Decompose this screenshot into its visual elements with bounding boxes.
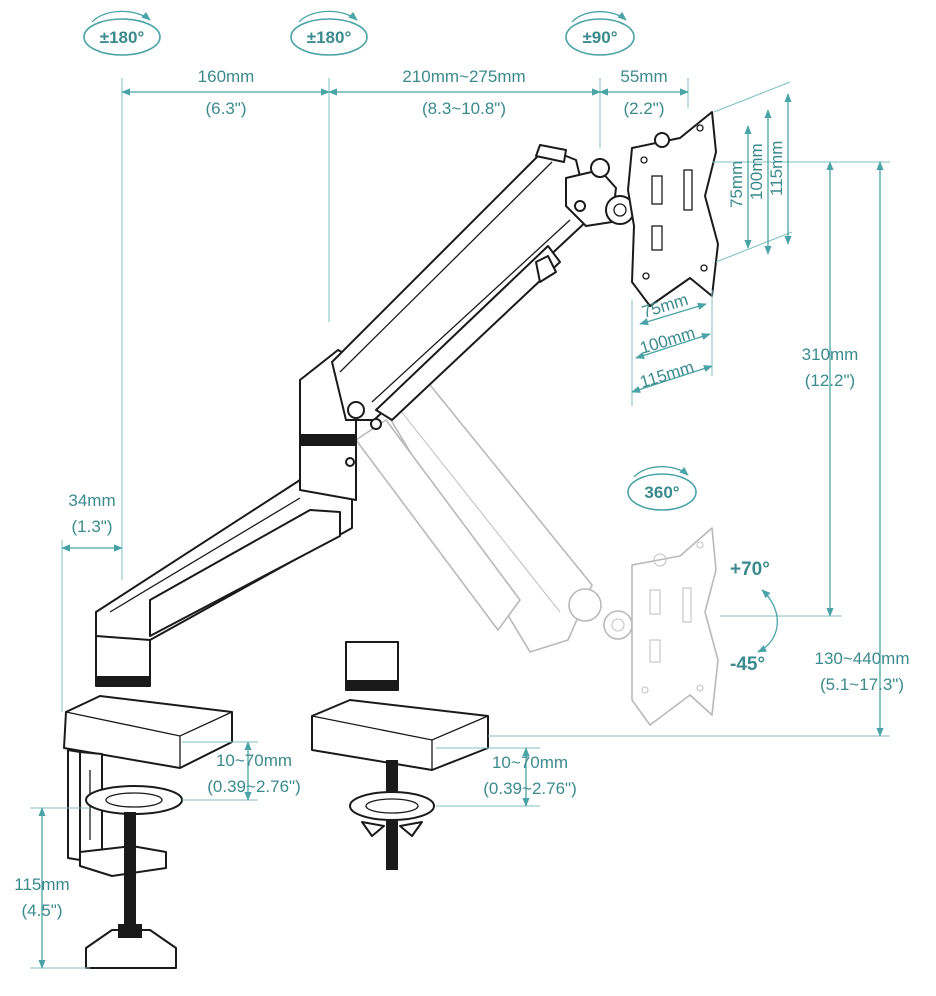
lower-arm-in-label: (6.3") [206, 99, 247, 118]
vertical-travel-in-label: (12.2") [805, 371, 855, 390]
upper-arm [331, 144, 591, 430]
grommet-thickness-in-label: (0.39~2.76") [483, 779, 576, 798]
offset-in-label: (1.3") [72, 517, 113, 536]
rotation-badge-4: 360° [627, 466, 697, 511]
grommet-thickness-mm-label: 10~70mm [492, 753, 568, 772]
tilt-head [565, 158, 635, 227]
rotation-badge-1: ±180° [83, 10, 161, 56]
right-pole [311, 641, 489, 771]
clamp-height-mm-label: 115mm [14, 875, 69, 894]
badge-swivel-label: ±90° [582, 28, 617, 47]
vesa-75-vertical-label: 75mm [727, 161, 746, 208]
badge-rotation-label: 360° [644, 483, 679, 502]
clamp-height-in-label: (4.5") [22, 901, 63, 920]
vesa-100-horizontal-label: 100mm [638, 323, 698, 358]
head-mm-label: 55mm [620, 67, 667, 86]
tilt-indicator: +70° -45° [730, 559, 778, 675]
lower-arm-mm-label: 160mm [198, 67, 255, 86]
head-in-label: (2.2") [624, 99, 665, 118]
tilt-down-label: -45° [730, 654, 765, 675]
dimension-labels: 160mm (6.3") 210mm~275mm (8.3~10.8") 55m… [14, 67, 909, 920]
rotation-badge-3: ±90° [565, 11, 635, 56]
badge-arm-lower-label: ±180° [307, 28, 352, 47]
upper-arm-mm-label: 210mm~275mm [402, 67, 525, 86]
vesa-plate [627, 111, 719, 307]
left-pole [63, 631, 233, 769]
vesa-100-vertical-label: 100mm [747, 143, 766, 200]
ghost-vesa-plate [631, 527, 719, 726]
upper-arm-in-label: (8.3~10.8") [422, 99, 506, 118]
clamp-thickness-in-label: (0.39~2.76") [207, 777, 300, 796]
clamp-thickness-mm-label: 10~70mm [216, 751, 292, 770]
grommet-mount [349, 760, 435, 870]
vertical-travel-mm-label: 310mm [802, 345, 859, 364]
tilt-up-label: +70° [730, 559, 770, 580]
badge-arm-upper-label: ±180° [100, 28, 145, 47]
offset-mm-label: 34mm [68, 491, 115, 510]
height-range-mm-label: 130~440mm [815, 649, 910, 668]
dimension-lines [30, 78, 890, 969]
vesa-115-vertical-label: 115mm [767, 141, 786, 196]
desk-clamp [67, 749, 183, 969]
vesa-115-horizontal-label: 115mm [638, 357, 697, 391]
height-range-in-label: (5.1~17.3") [820, 675, 904, 694]
lower-arm [95, 479, 353, 641]
rotation-badge-2: ±180° [290, 10, 368, 56]
